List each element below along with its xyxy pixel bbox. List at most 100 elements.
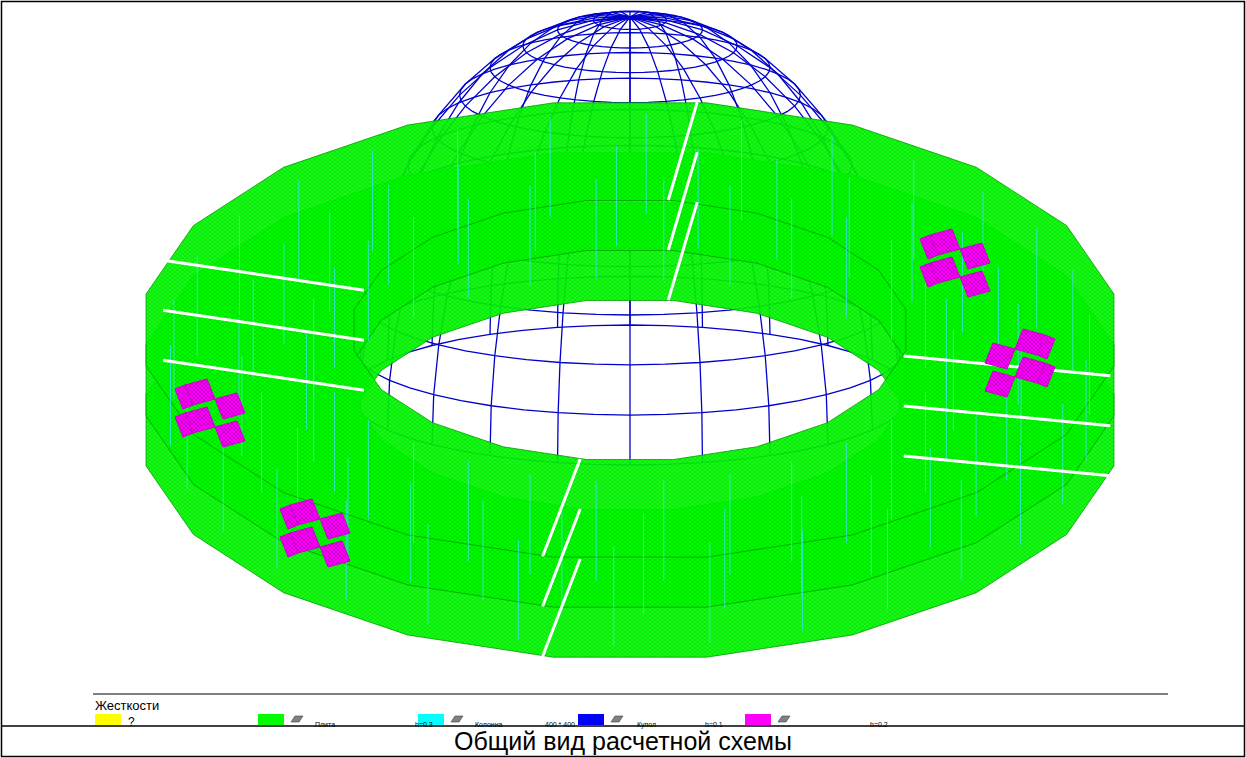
legend-title: Жесткости (95, 698, 159, 713)
column-line (616, 146, 617, 246)
column-line (709, 543, 710, 643)
column-line (849, 177, 850, 277)
stiffness-value: h=0.1 (705, 721, 723, 728)
column-line (334, 268, 335, 368)
joint-line (543, 559, 581, 656)
column-line (298, 180, 299, 280)
column-line (891, 241, 892, 341)
joint-line (543, 509, 581, 606)
legend-rule (93, 694, 1168, 695)
column-line (891, 419, 892, 519)
figure-caption: Общий вид расчетной схемы (454, 727, 792, 755)
stiffness-value: h=0.3 (415, 721, 433, 728)
column-line (306, 330, 307, 430)
column-line (729, 186, 730, 286)
column-line (646, 114, 647, 214)
joint-line (904, 406, 1111, 426)
column-line (791, 199, 792, 299)
column-line (802, 530, 803, 630)
column-line (468, 199, 469, 299)
legend-text: h=0.2 (870, 721, 888, 728)
stair-flight (215, 421, 245, 447)
legend-swatch (95, 714, 121, 725)
legend-text-holder: Плита (315, 713, 335, 731)
legend-text: Купол (637, 721, 656, 728)
column-line (239, 215, 240, 315)
column-line (913, 160, 914, 260)
column-line (1018, 304, 1019, 404)
column-line (961, 480, 962, 580)
column-line (457, 130, 458, 230)
column-line (261, 393, 262, 493)
column-line (550, 117, 551, 217)
column-line (368, 419, 369, 519)
column-line (197, 256, 198, 356)
column-line (741, 120, 742, 220)
column-line (976, 416, 977, 516)
column-lines (171, 114, 1090, 646)
column-line (368, 241, 369, 341)
stair-flight (985, 371, 1015, 397)
column-line (372, 151, 373, 251)
stair-flight (280, 533, 298, 557)
column-line (468, 461, 469, 561)
expansion-joints (163, 102, 1110, 656)
dome-line (523, 19, 737, 73)
column-line (1020, 445, 1021, 545)
column-line (253, 279, 254, 379)
joint-line (668, 202, 697, 300)
stair-flight (175, 385, 193, 409)
column-line (1036, 229, 1037, 329)
column-line (930, 448, 931, 548)
slab-rings (146, 103, 1114, 657)
legend-swatch (578, 714, 604, 725)
column-line (530, 474, 531, 574)
column-line (613, 546, 614, 646)
column-line (832, 136, 833, 236)
column-line (334, 392, 335, 492)
column-line (596, 481, 597, 581)
column-line (925, 268, 926, 368)
floor-slab (146, 103, 1114, 557)
column-line (946, 298, 947, 398)
caption-holder: Общий вид расчетной схемы (0, 727, 1246, 756)
stair-flights (175, 229, 1055, 567)
column-line (347, 458, 348, 558)
dome-line (490, 33, 770, 103)
column-line (887, 509, 888, 609)
legend-text-holder: h=0.2 (870, 713, 888, 731)
column-line (277, 469, 278, 569)
stair-flight (280, 505, 298, 529)
dome-line (558, 12, 703, 48)
column-line (846, 217, 847, 317)
stair-flight (175, 413, 193, 437)
legend-text: ? (128, 715, 135, 729)
joint-line (668, 102, 697, 200)
column-line (596, 179, 597, 279)
legend-icon (450, 714, 464, 724)
column-line (1072, 270, 1073, 370)
column-line (729, 474, 730, 574)
stair-flight (215, 393, 245, 419)
legend-icon (290, 714, 304, 724)
column-line (388, 185, 389, 285)
column-line (410, 483, 411, 583)
column-line (1089, 315, 1090, 415)
column-line (483, 501, 484, 601)
column-line (1086, 360, 1087, 460)
column-line (173, 300, 174, 400)
column-line (846, 443, 847, 543)
legend-swatch (745, 714, 771, 725)
column-line (329, 212, 330, 312)
stair-flight (320, 513, 350, 539)
column-line (1021, 343, 1022, 443)
column-line (663, 179, 664, 279)
caption-divider (2, 725, 1245, 727)
stair-flight (1037, 335, 1055, 359)
stair-flight (320, 541, 350, 567)
column-line (413, 217, 414, 317)
column-line (535, 151, 536, 251)
legend-icon (610, 714, 624, 724)
